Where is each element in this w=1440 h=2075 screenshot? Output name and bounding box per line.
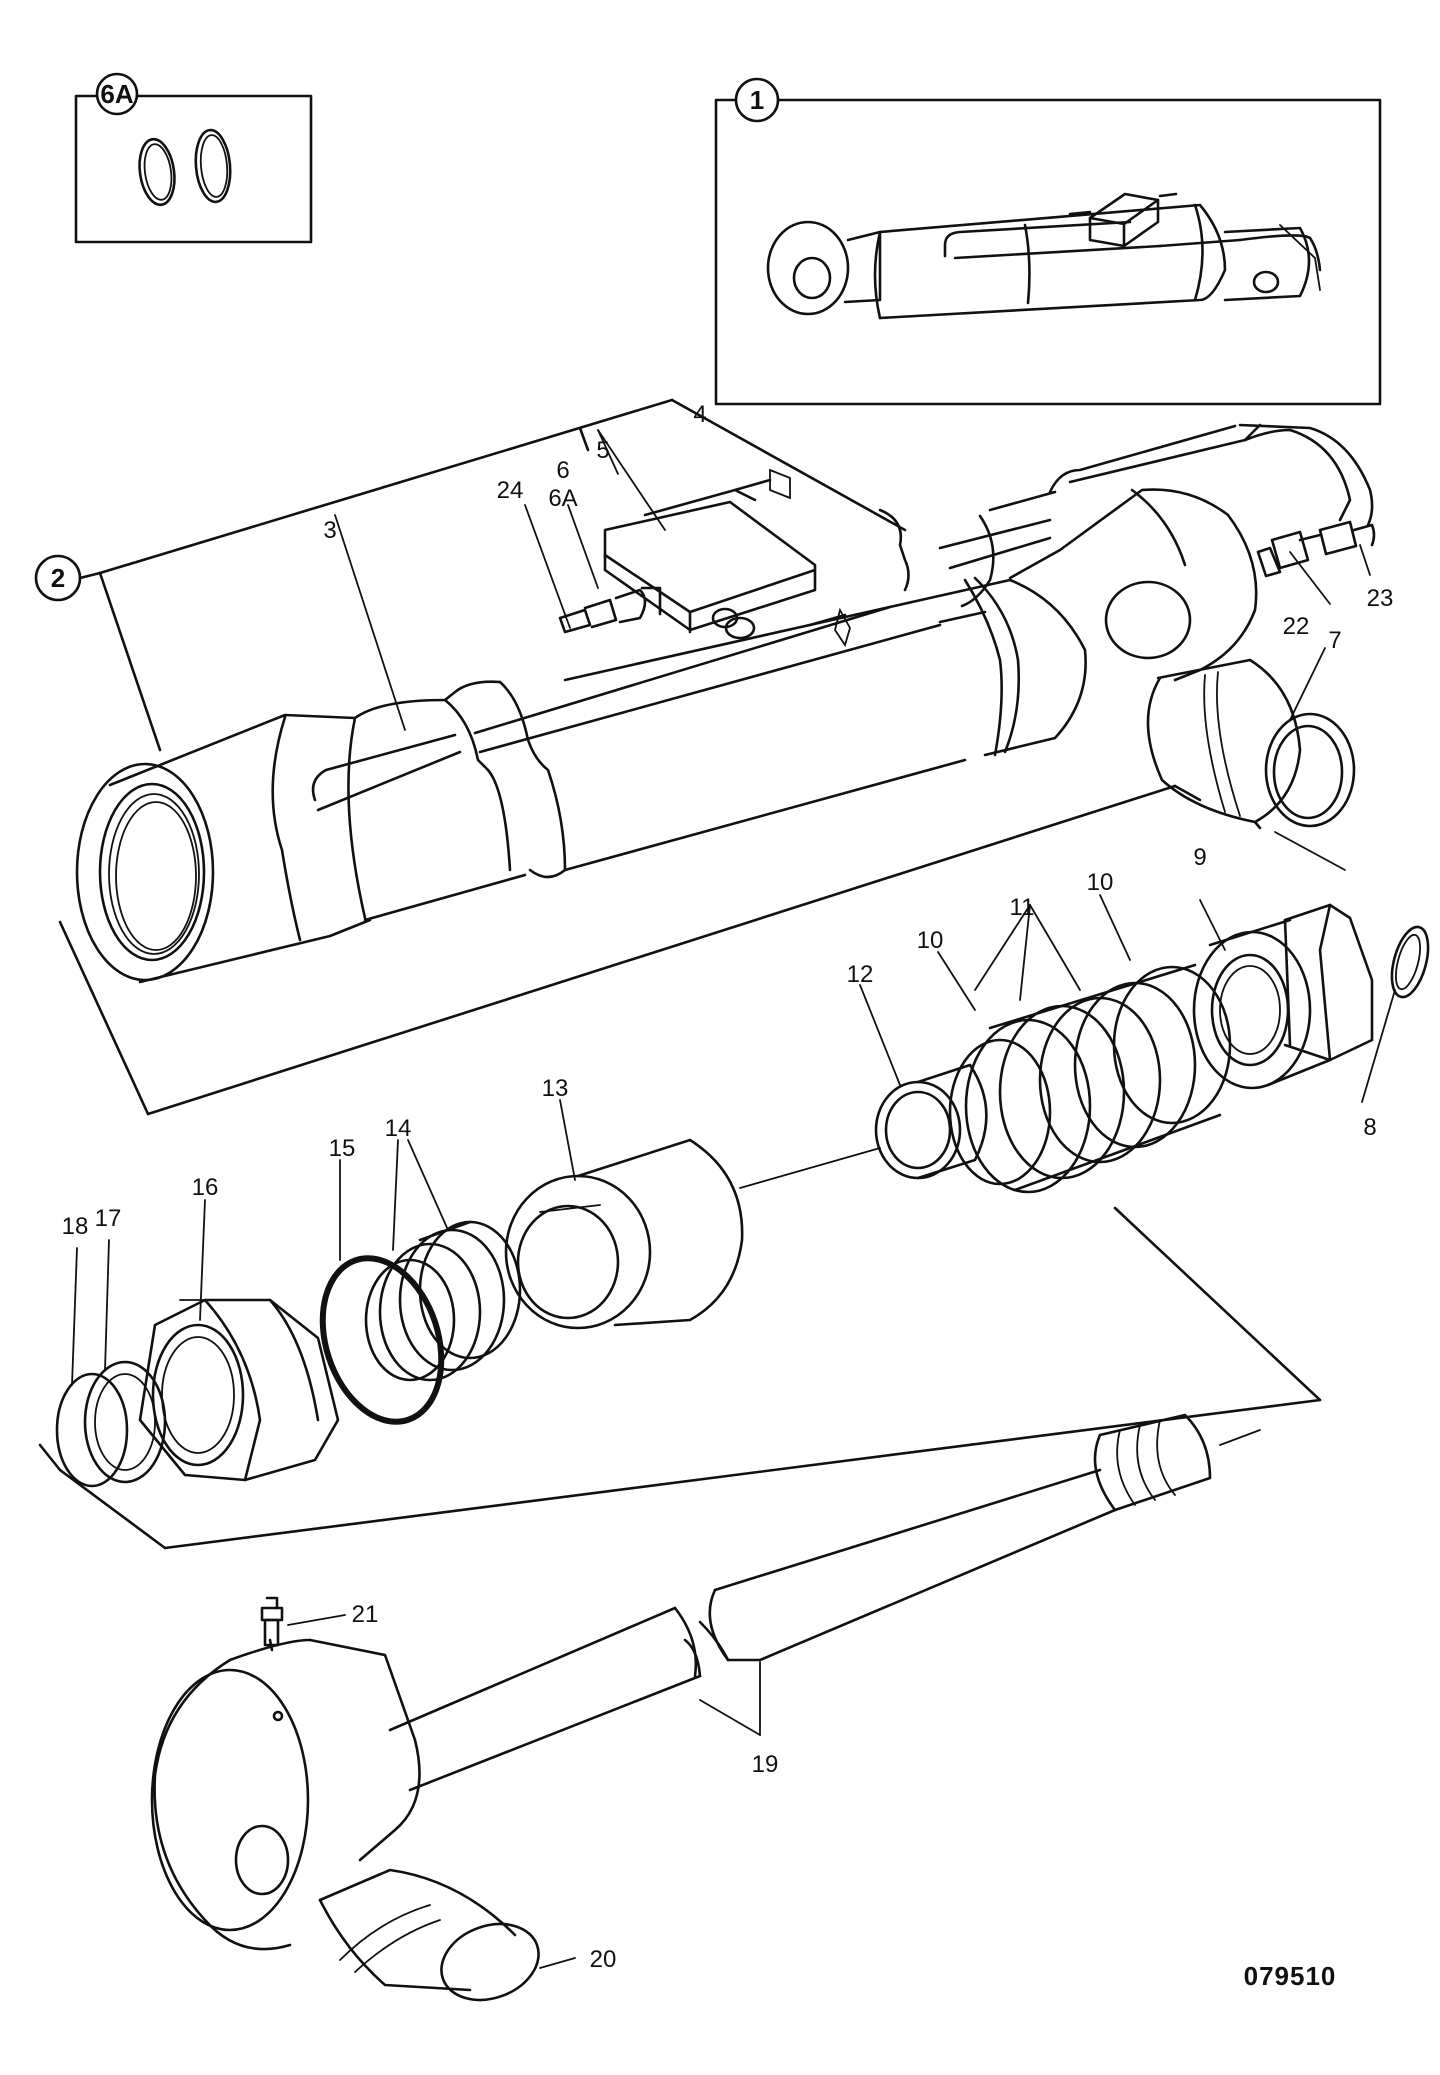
elbow-fitting-22-23 <box>1256 520 1376 578</box>
callout-1: 1 <box>750 85 764 115</box>
label-4: 4 <box>693 401 706 428</box>
label-15: 15 <box>329 1135 356 1162</box>
label-13: 13 <box>542 1075 569 1102</box>
label-10-right: 10 <box>1087 869 1114 896</box>
inset-6a-orings: 6A <box>74 72 313 244</box>
label-22: 22 <box>1283 613 1310 640</box>
label-14: 14 <box>385 1115 412 1142</box>
label-18: 18 <box>62 1213 89 1240</box>
label-11: 11 <box>1010 894 1035 921</box>
gland-parts-13-18 <box>38 1138 1322 1550</box>
label-9: 9 <box>1193 844 1206 871</box>
piston-rod-19 <box>150 1413 1212 2002</box>
piston-parts-8-12 <box>739 903 1430 1194</box>
label-12: 12 <box>847 961 874 988</box>
inset-1-assembly: 1 <box>714 77 1382 406</box>
label-8: 8 <box>1363 1114 1376 1141</box>
label-21: 21 <box>352 1601 379 1628</box>
leader-lines <box>71 429 1396 1969</box>
label-16: 16 <box>192 1174 219 1201</box>
callout-6a: 6A <box>100 79 133 109</box>
label-17: 17 <box>95 1205 122 1232</box>
label-23: 23 <box>1367 585 1394 612</box>
label-24: 24 <box>497 477 524 504</box>
label-6: 6 <box>556 457 569 484</box>
label-19: 19 <box>752 1751 779 1778</box>
cylinder-barrel <box>75 423 1374 984</box>
label-5: 5 <box>596 437 609 464</box>
label-6a: 6A <box>548 485 577 512</box>
label-10-left: 10 <box>917 927 944 954</box>
label-7: 7 <box>1328 627 1341 654</box>
label-20: 20 <box>590 1946 617 1973</box>
label-3: 3 <box>323 517 336 544</box>
reference-number: 079510 <box>1244 1961 1337 1991</box>
barrel-bracket-2: 2 <box>34 398 1346 1116</box>
part-labels: 3 4 5 6 6A 24 22 7 23 8 9 10 11 10 12 13… <box>62 401 1394 1991</box>
callout-2: 2 <box>51 563 65 593</box>
bush-7 <box>1146 658 1356 830</box>
